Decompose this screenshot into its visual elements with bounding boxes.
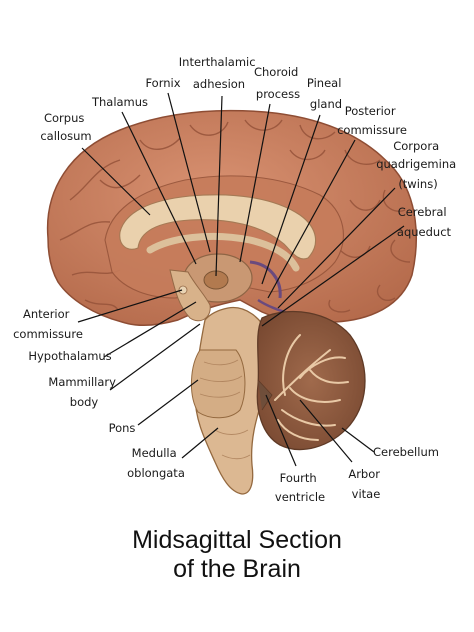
leader-hypothalamus [103,301,197,358]
label-pineal-gland: Pineal gland [307,76,345,111]
label-interthalamic-adhesion: Interthalamic adhesion [179,55,259,91]
diagram-title-line-2: of the Brain [173,555,301,583]
leader-corpus-callosum [81,147,151,216]
leader-medulla-oblongata [181,427,219,459]
label-corpus-callosum: Corpus callosum [40,111,91,143]
hypothalamus-shape [169,269,211,322]
leader-arbor-vitae [299,399,353,463]
label-corpora-quadrigemina: Corpora quadrigemina (twins) [376,139,460,191]
leader-fornix [167,92,211,253]
label-fourth-ventricle: Fourth ventricle [275,471,325,504]
leader-interthalamic-adhesion [215,95,223,277]
leader-choroid-process [239,103,271,263]
label-cerebellum: Cerebellum [373,445,439,459]
label-medulla-oblongata: Medulla oblongata [127,446,185,480]
label-thalamus: Thalamus [91,95,148,109]
label-posterior-commissure: Posterior commissure [337,104,407,137]
diagram-title-line-1: Midsagittal Section [132,526,342,554]
leader-anterior-commissure [77,289,183,323]
label-fornix: Fornix [145,76,180,90]
leader-posterior-commissure [267,139,356,299]
leader-cerebellum [341,427,375,453]
cerebellum-shape [256,310,366,451]
label-anterior-commissure: Anterior commissure [13,307,83,341]
leader-mammillary-body [109,323,201,391]
leader-lines [77,92,405,467]
label-pons: Pons [109,421,136,435]
brainstem [190,306,271,495]
labels: Corpus callosum Thalamus Fornix Intertha… [13,55,460,504]
leader-thalamus [121,111,197,265]
leader-cerebral-aqueduct [261,225,405,327]
label-mammillary-body: Mammillary body [48,375,119,409]
leader-pineal-gland [261,114,321,285]
label-hypothalamus: Hypothalamus [28,349,111,363]
label-choroid-process: Choroid process [254,65,302,101]
brain-diagram: Corpus callosum Thalamus Fornix Intertha… [13,55,460,504]
leader-fourth-ventricle [265,394,297,467]
leader-corpora-quadrigemina [277,187,396,309]
label-arbor-vitae: Arbor vitae [348,467,383,501]
diagram-title: Midsagittal Section of the Brain [0,526,474,584]
label-cerebral-aqueduct: Cerebral aqueduct [397,205,452,239]
leader-pons [137,379,199,426]
